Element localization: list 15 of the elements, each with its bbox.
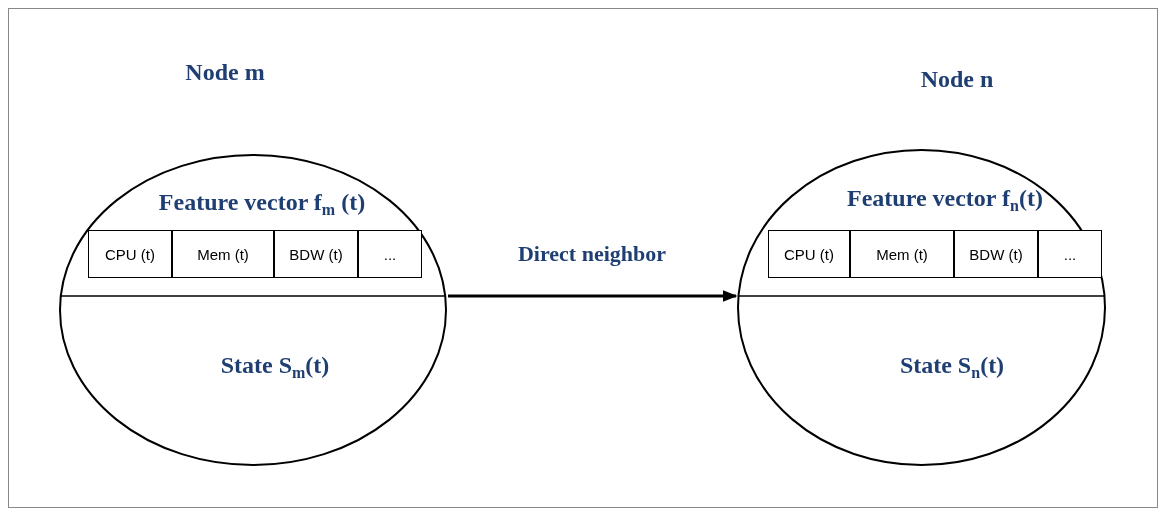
table-cell: CPU (t)	[768, 230, 850, 278]
feature-vector-label: Feature vector f$_{n}$(t)	[847, 184, 1043, 216]
node-title: Node m	[185, 58, 265, 86]
table-cell: Mem (t)	[172, 230, 274, 278]
table-cell: ...	[358, 230, 422, 278]
state-label: State S$_{n}$(t)	[899, 351, 1005, 383]
table-cell: BDW (t)	[274, 230, 358, 278]
feature-vector-label: Feature vector f$_{m}$ (t)	[158, 188, 366, 220]
table-cell: BDW (t)	[954, 230, 1038, 278]
node-title: Node n	[920, 65, 994, 93]
state-label: State S$_{m}$(t)	[220, 351, 330, 383]
table-cell: Mem (t)	[850, 230, 954, 278]
table-cell: CPU (t)	[88, 230, 172, 278]
arrow	[448, 290, 738, 302]
table-cell: ...	[1038, 230, 1102, 278]
